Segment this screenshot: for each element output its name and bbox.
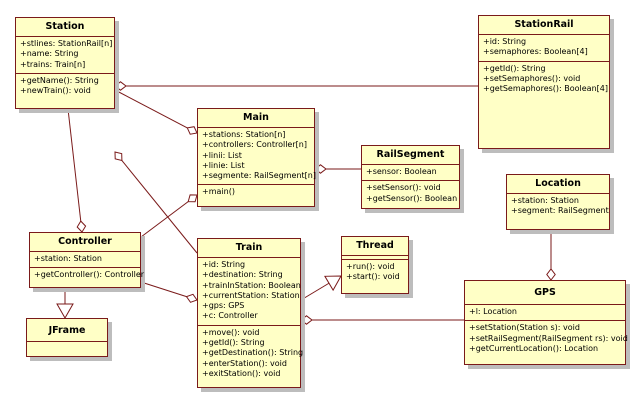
operation-row: +setSemaphores(): void — [483, 73, 581, 83]
main-railsegment-link-diamond — [314, 164, 327, 174]
gps-class[interactable]: GPS +l: Location +setStation(Station s):… — [464, 280, 628, 365]
main-operations: +main() — [198, 185, 314, 200]
station-main-link-line — [114, 89, 198, 134]
railsegment-class[interactable]: RailSegment +sensor: Boolean +setSensor(… — [361, 145, 460, 209]
controller-attributes: +station: Station — [30, 252, 140, 269]
operation-row: +run(): void — [346, 262, 395, 271]
attribute-row: +trainInStation: Boolean — [202, 280, 301, 290]
station-controller-link-line — [67, 108, 83, 233]
station-train-link-line — [114, 151, 198, 254]
stationrail-class-name: StationRail — [479, 16, 609, 35]
attribute-row: +linie: List — [202, 160, 245, 170]
railsegment-operations: +setSensor(): void+getSensor(): Boolean — [362, 181, 459, 207]
thread-operations: +run(): void+start(): void — [342, 260, 408, 286]
railsegment-class-name: RailSegment — [362, 146, 459, 165]
train-class[interactable]: Train +id: String+destination: String+tr… — [197, 238, 304, 388]
attribute-row: +semaphores: Boolean[4] — [483, 47, 588, 57]
attribute-row: +stlines: StationRail[n] — [20, 39, 113, 48]
attribute-row: +station: Station — [511, 196, 579, 205]
operation-row: +move(): void — [202, 327, 260, 337]
operation-row: +getName(): String — [20, 75, 99, 85]
attribute-row: +station: Station — [34, 254, 102, 263]
operation-row: +setSensor(): void — [366, 183, 441, 193]
station-class-name: Station — [16, 18, 114, 37]
thread-attributes — [342, 256, 408, 260]
operation-row: +start(): void — [346, 272, 400, 282]
station-main-link-diamond — [186, 126, 198, 135]
controller-main-link-diamond — [187, 194, 198, 203]
station-attributes: +stlines: StationRail[n]+name: String+tr… — [16, 37, 114, 74]
jframe-class-name: JFrame — [27, 319, 107, 342]
location-attributes: +station: Station+segment: RailSegment — [507, 194, 609, 220]
attribute-row: +c: Controller — [202, 311, 258, 321]
station-stationrail-link-diamond — [114, 81, 127, 91]
attribute-row: +segment: RailSegment — [511, 206, 609, 216]
operation-row: +getDestination(): String — [202, 348, 304, 358]
train-gps-link-diamond — [300, 315, 313, 325]
main-class-name: Main — [198, 109, 314, 128]
controller-jframe-link-generalization-arrow — [56, 303, 74, 320]
controller-class[interactable]: Controller +station: Station +getControl… — [29, 232, 145, 288]
railsegment-attributes: +sensor: Boolean — [362, 165, 459, 182]
attribute-row: +id: String — [202, 260, 246, 269]
main-attributes: +stations: Station[n]+controllers: Contr… — [198, 128, 316, 186]
location-class-name: Location — [507, 175, 609, 194]
station-train-link-diamond — [114, 151, 123, 162]
station-class[interactable]: Station +stlines: StationRail[n]+name: S… — [15, 17, 115, 109]
attribute-row: +segmente: RailSegment[n] — [202, 171, 316, 181]
train-class-name: Train — [198, 239, 300, 258]
attribute-row: +linii: List — [202, 150, 242, 160]
operation-row: +exitStation(): void — [202, 368, 281, 378]
stationrail-attributes: +id: String+semaphores: Boolean[4] — [479, 35, 609, 62]
gps-attributes: +l: Location — [465, 305, 625, 322]
operation-row: +getCurrentLocation(): Location — [469, 343, 599, 353]
thread-class-name: Thread — [342, 237, 408, 256]
location-gps-link-diamond — [546, 268, 556, 281]
stationrail-class[interactable]: StationRail +id: String+semaphores: Bool… — [478, 15, 610, 149]
operation-row: +getSemaphores(): Boolean[4] — [483, 84, 608, 94]
operation-row: +setRailSegment(RailSegment rs): void — [469, 333, 628, 343]
attribute-row: +sensor: Boolean — [366, 167, 437, 176]
train-operations: +move(): void+getId(): String+getDestina… — [198, 326, 304, 382]
station-operations: +getName(): String+newTrain(): void — [16, 74, 114, 100]
operation-row: +getController(): Controller — [34, 270, 145, 280]
operation-row: +getId(): String — [483, 63, 546, 73]
operation-row: +newTrain(): void — [20, 86, 91, 96]
operation-row: +getId(): String — [202, 338, 265, 348]
gps-operations: +setStation(Station s): void+setRailSegm… — [465, 321, 628, 357]
controller-class-name: Controller — [30, 233, 140, 252]
attribute-row: +name: String — [20, 49, 79, 59]
jframe-class[interactable]: JFrame — [26, 318, 108, 357]
operation-row: +setStation(Station s): void — [469, 323, 580, 333]
controller-train-link-diamond — [185, 293, 198, 303]
main-class[interactable]: Main +stations: Station[n]+controllers: … — [197, 108, 316, 207]
train-attributes: +id: String+destination: String+trainInS… — [198, 258, 301, 326]
attribute-row: +id: String — [483, 37, 527, 46]
train-thread-link-generalization-arrow — [324, 275, 342, 292]
controller-operations: +getController(): Controller — [30, 268, 145, 283]
operation-row: +main() — [202, 187, 235, 197]
gps-class-name: GPS — [465, 281, 625, 305]
thread-class[interactable]: Thread +run(): void+start(): void — [341, 236, 409, 294]
operation-row: +getSensor(): Boolean — [366, 193, 458, 203]
location-class[interactable]: Location +station: Station+segment: Rail… — [506, 174, 610, 230]
stationrail-operations: +getId(): String+setSemaphores(): void+g… — [479, 62, 609, 98]
attribute-row: +trains: Train[n] — [20, 59, 86, 69]
attribute-row: +destination: String — [202, 270, 283, 280]
attribute-row: +stations: Station[n] — [202, 130, 286, 139]
attribute-row: +controllers: Controller[n] — [202, 140, 307, 150]
station-controller-link-diamond — [76, 220, 87, 233]
attribute-row: +currentStation: Station — [202, 290, 300, 300]
attribute-row: +gps: GPS — [202, 301, 245, 311]
jframe-attributes — [27, 342, 107, 346]
attribute-row: +l: Location — [469, 307, 517, 316]
operation-row: +enterStation(): void — [202, 358, 287, 368]
